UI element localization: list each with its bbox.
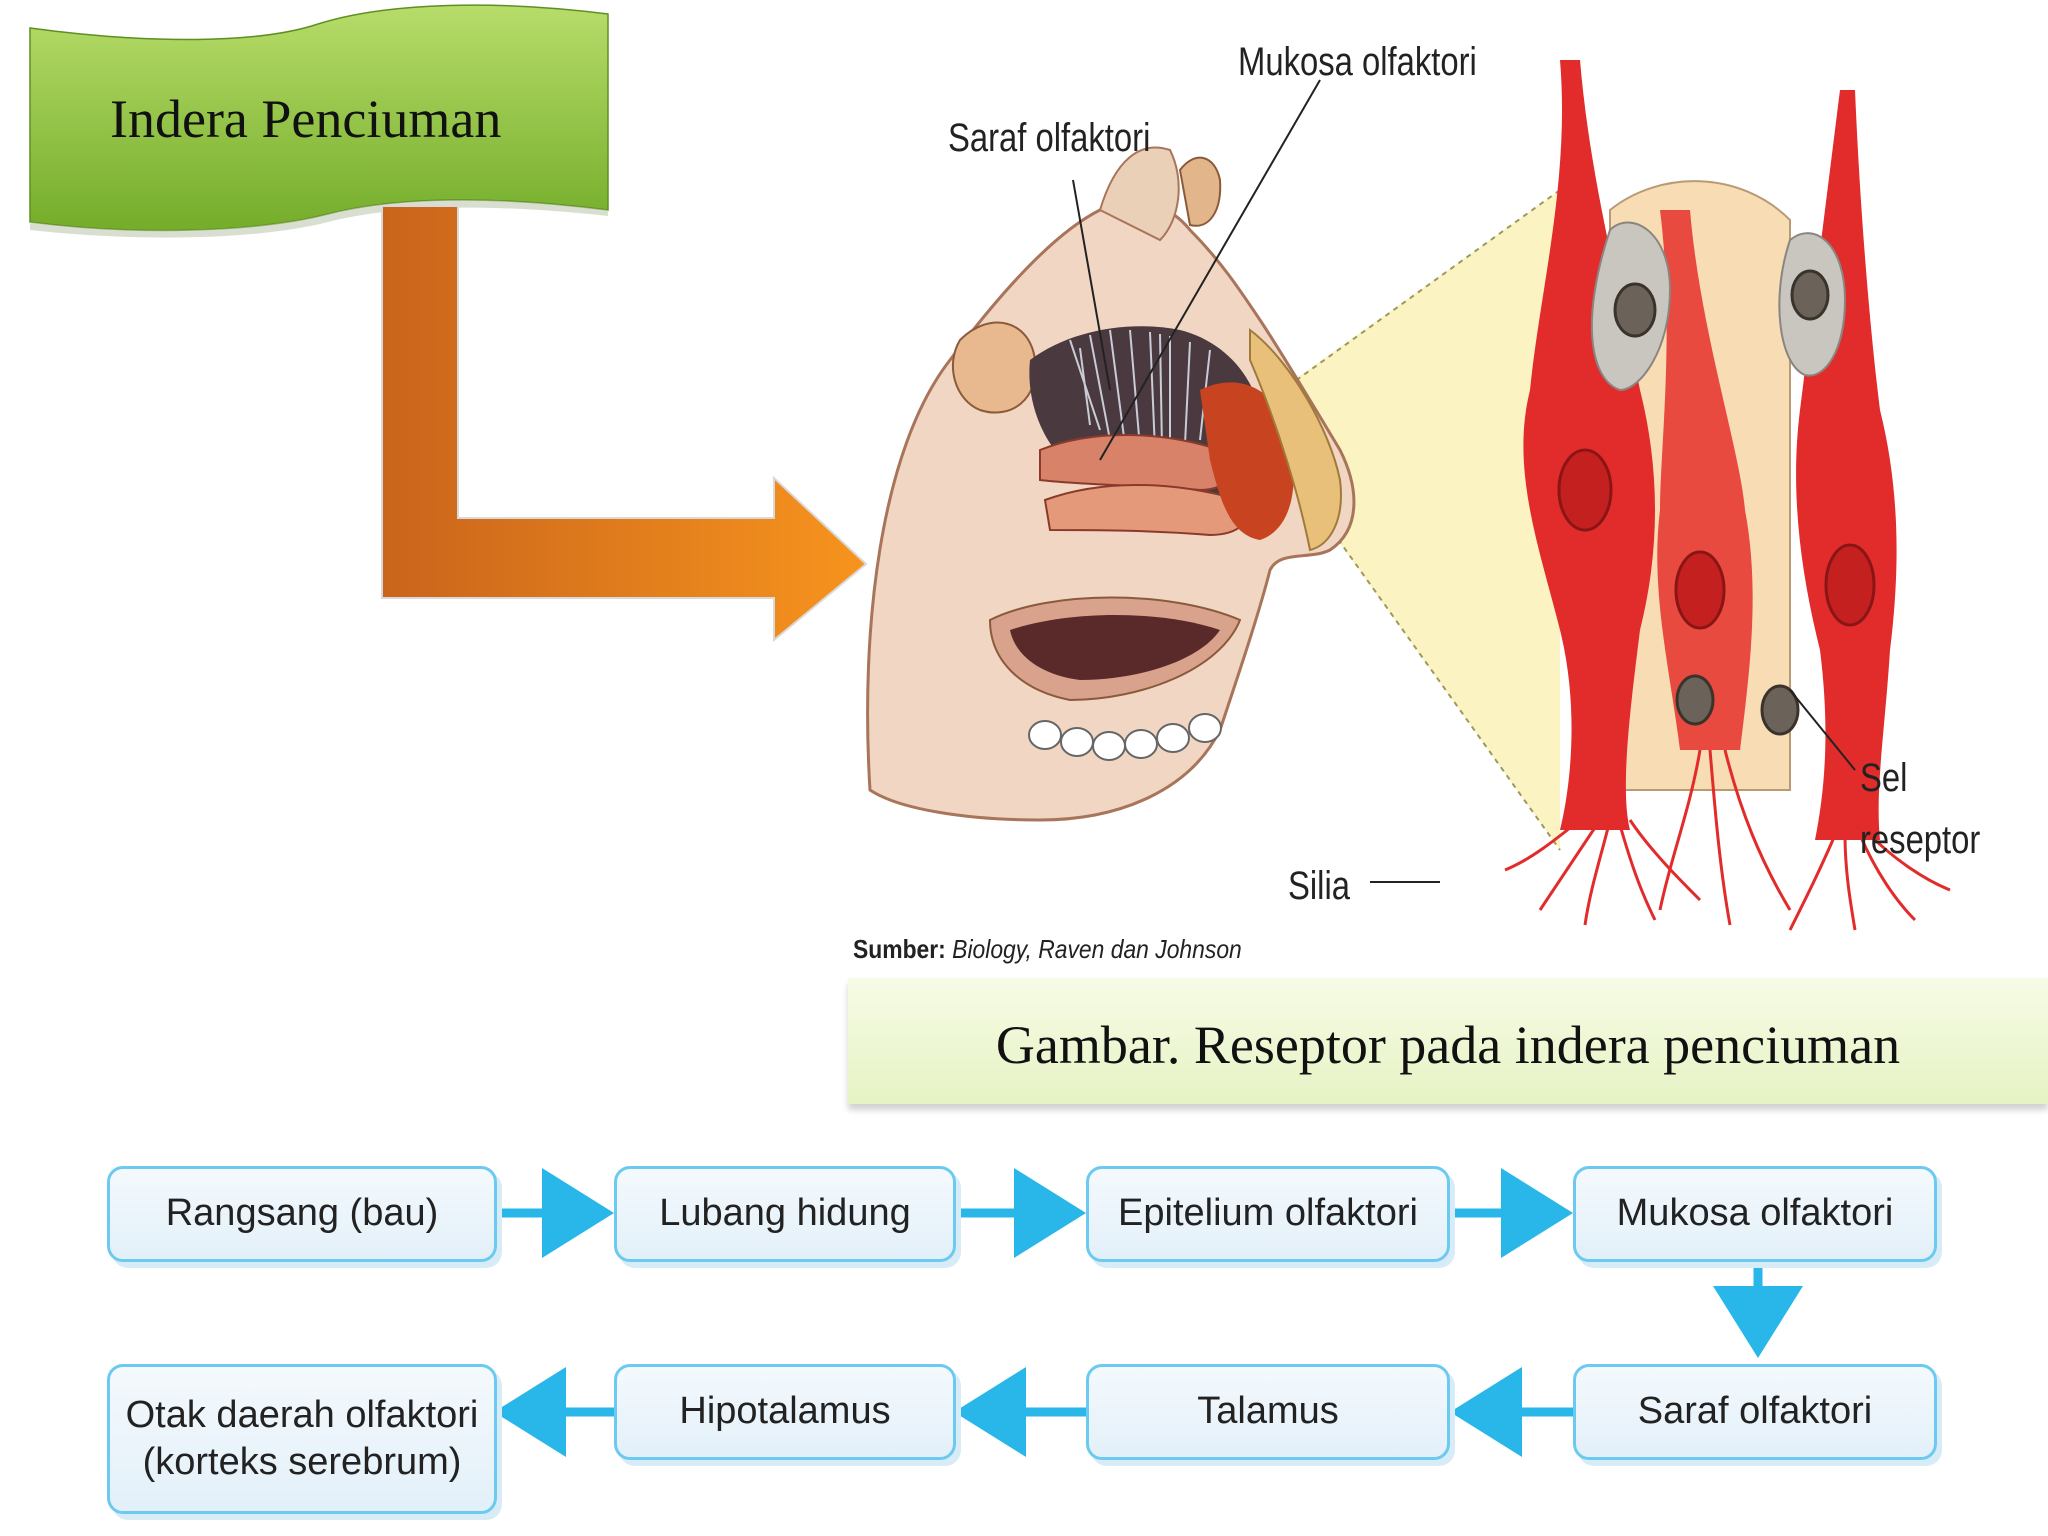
flow-step-saraf: Saraf olfaktori <box>1573 1364 1937 1460</box>
receptor-cell-cluster <box>1504 60 1951 931</box>
flow-step-label: Saraf olfaktori <box>1637 1390 1873 1433</box>
flow-step-talamus: Talamus <box>1086 1364 1450 1460</box>
banner-title: Indera Penciuman <box>110 89 502 149</box>
l-shaped-arrow <box>381 205 868 643</box>
flow-step-otak: Otak daerah olfaktori (korteks serebrum) <box>107 1364 497 1514</box>
olfactory-anatomy-illustration <box>866 60 1951 931</box>
flow-end-line1: Otak daerah olfaktori <box>125 1393 479 1436</box>
flow-end-label: Otak daerah olfaktori (korteks serebrum) <box>126 1392 479 1487</box>
source-prefix: Sumber: <box>853 934 946 964</box>
flow-step-mukosa: Mukosa olfaktori <box>1573 1166 1937 1262</box>
flow-step-hipotalamus: Hipotalamus <box>614 1364 956 1460</box>
label-mukosa-olfaktori: Mukosa olfaktori <box>1238 40 1477 84</box>
figure-caption-box: Gambar. Reseptor pada indera penciuman <box>848 978 2048 1104</box>
title-banner <box>29 4 609 238</box>
flow-end-line2: (korteks serebrum) <box>142 1441 462 1483</box>
magnification-wedge <box>1280 190 1560 850</box>
flow-step-label: Epitelium olfaktori <box>1118 1192 1418 1235</box>
flow-step-label: Lubang hidung <box>659 1192 911 1235</box>
flow-step-label: Hipotalamus <box>679 1390 891 1433</box>
figure-caption: Gambar. Reseptor pada indera penciuman <box>995 1015 1901 1075</box>
flow-step-label: Rangsang (bau) <box>165 1192 439 1235</box>
flow-step-label: Talamus <box>1197 1390 1339 1433</box>
flow-step-label: Mukosa olfaktori <box>1616 1192 1894 1235</box>
image-source: Sumber: Biology, Raven dan Johnson <box>853 934 1242 965</box>
label-reseptor: reseptor <box>1860 818 1981 862</box>
flow-step-epitelium: Epitelium olfaktori <box>1086 1166 1450 1262</box>
label-sel: Sel <box>1860 756 1908 800</box>
source-text: Biology, Raven dan Johnson <box>952 934 1242 964</box>
label-silia: Silia <box>1288 864 1350 908</box>
label-saraf-olfaktori: Saraf olfaktori <box>948 116 1151 160</box>
head-cross-section <box>866 146 1356 822</box>
leader-lines <box>1072 79 1856 883</box>
flow-step-lubang-hidung: Lubang hidung <box>614 1166 956 1262</box>
flow-step-rangsang: Rangsang (bau) <box>107 1166 497 1262</box>
